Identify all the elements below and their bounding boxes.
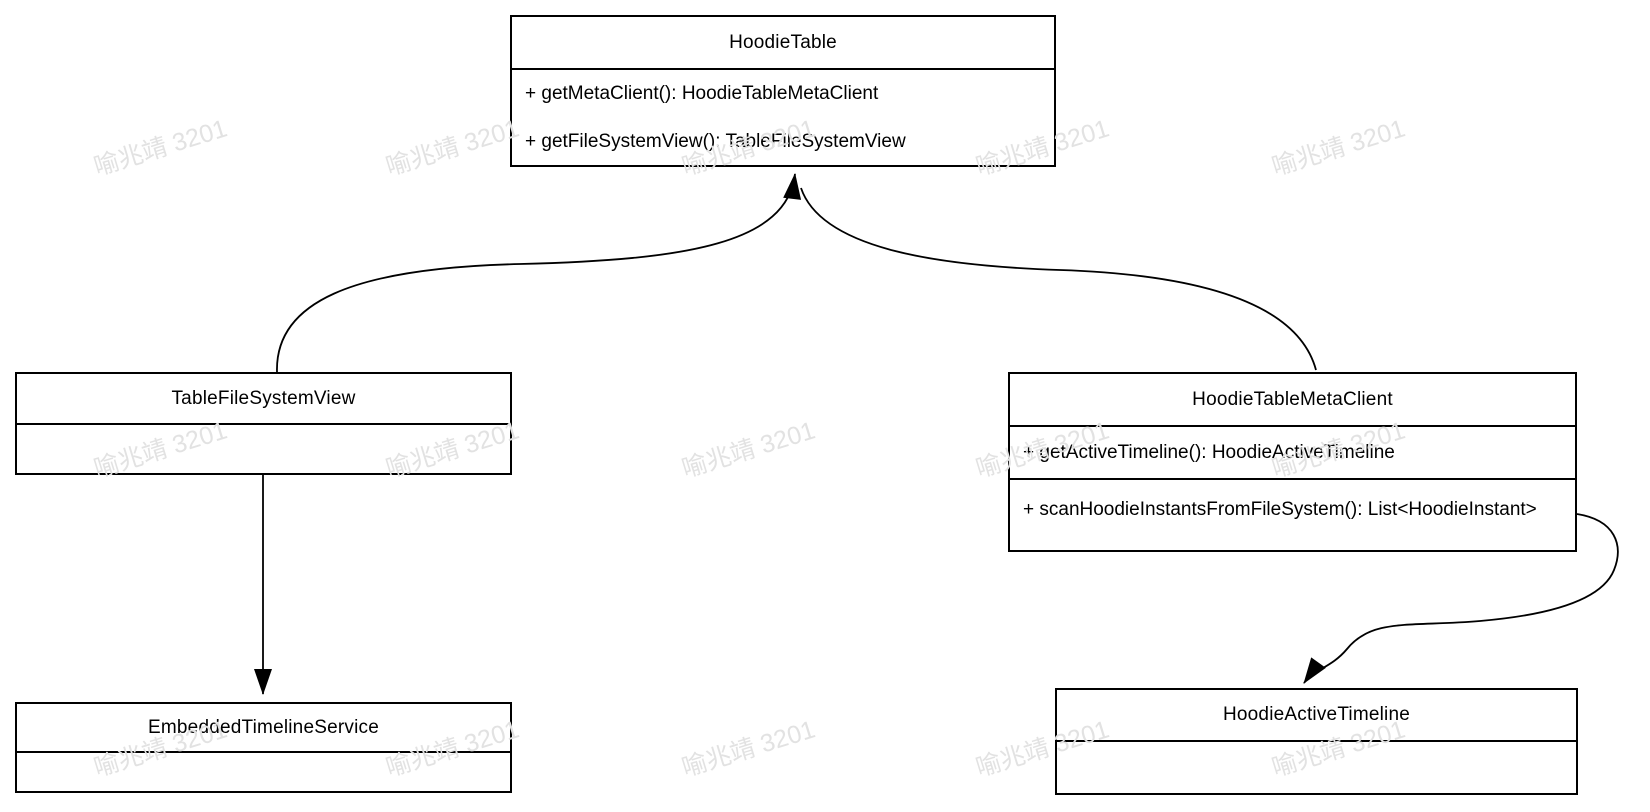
class-box-hoodietablemetaclient: HoodieTableMetaClient + getActiveTimelin… [1008,372,1577,552]
edge-metaclient-to-hoodietable [800,187,1317,371]
watermark-text: 喻兆靖 3201 [382,114,523,182]
class-box-hoodietable: HoodieTable + getMetaClient(): HoodieTab… [510,15,1056,167]
class-empty-compartment [17,425,510,473]
class-empty-compartment [1057,742,1576,793]
class-member: + scanHoodieInstantsFromFileSystem(): Li… [1023,499,1537,520]
watermark-text: 喻兆靖 3201 [678,715,819,783]
class-empty-compartment [17,753,510,791]
class-title: HoodieActiveTimeline [1057,690,1576,742]
class-title: HoodieTable [512,17,1054,70]
class-box-embeddedtimelineservice: EmbeddedTimelineService [15,702,512,793]
class-box-tablefilesystemview: TableFileSystemView [15,372,512,475]
watermark-text: 喻兆靖 3201 [1268,114,1409,182]
class-title: EmbeddedTimelineService [17,704,510,753]
class-box-hoodieactivetimeline: HoodieActiveTimeline [1055,688,1578,795]
class-member: + getMetaClient(): HoodieTableMetaClient [525,83,879,104]
watermark-text: 喻兆靖 3201 [678,416,819,484]
watermark-text: 喻兆靖 3201 [90,114,231,182]
class-title: HoodieTableMetaClient [1010,374,1575,427]
edge-tablefilesystemview-to-hoodietable [276,173,802,373]
class-member: + getActiveTimeline(): HoodieActiveTimel… [1010,427,1575,480]
class-member: + getFileSystemView(): TableFileSystemVi… [525,130,906,152]
class-title: TableFileSystemView [17,374,510,425]
